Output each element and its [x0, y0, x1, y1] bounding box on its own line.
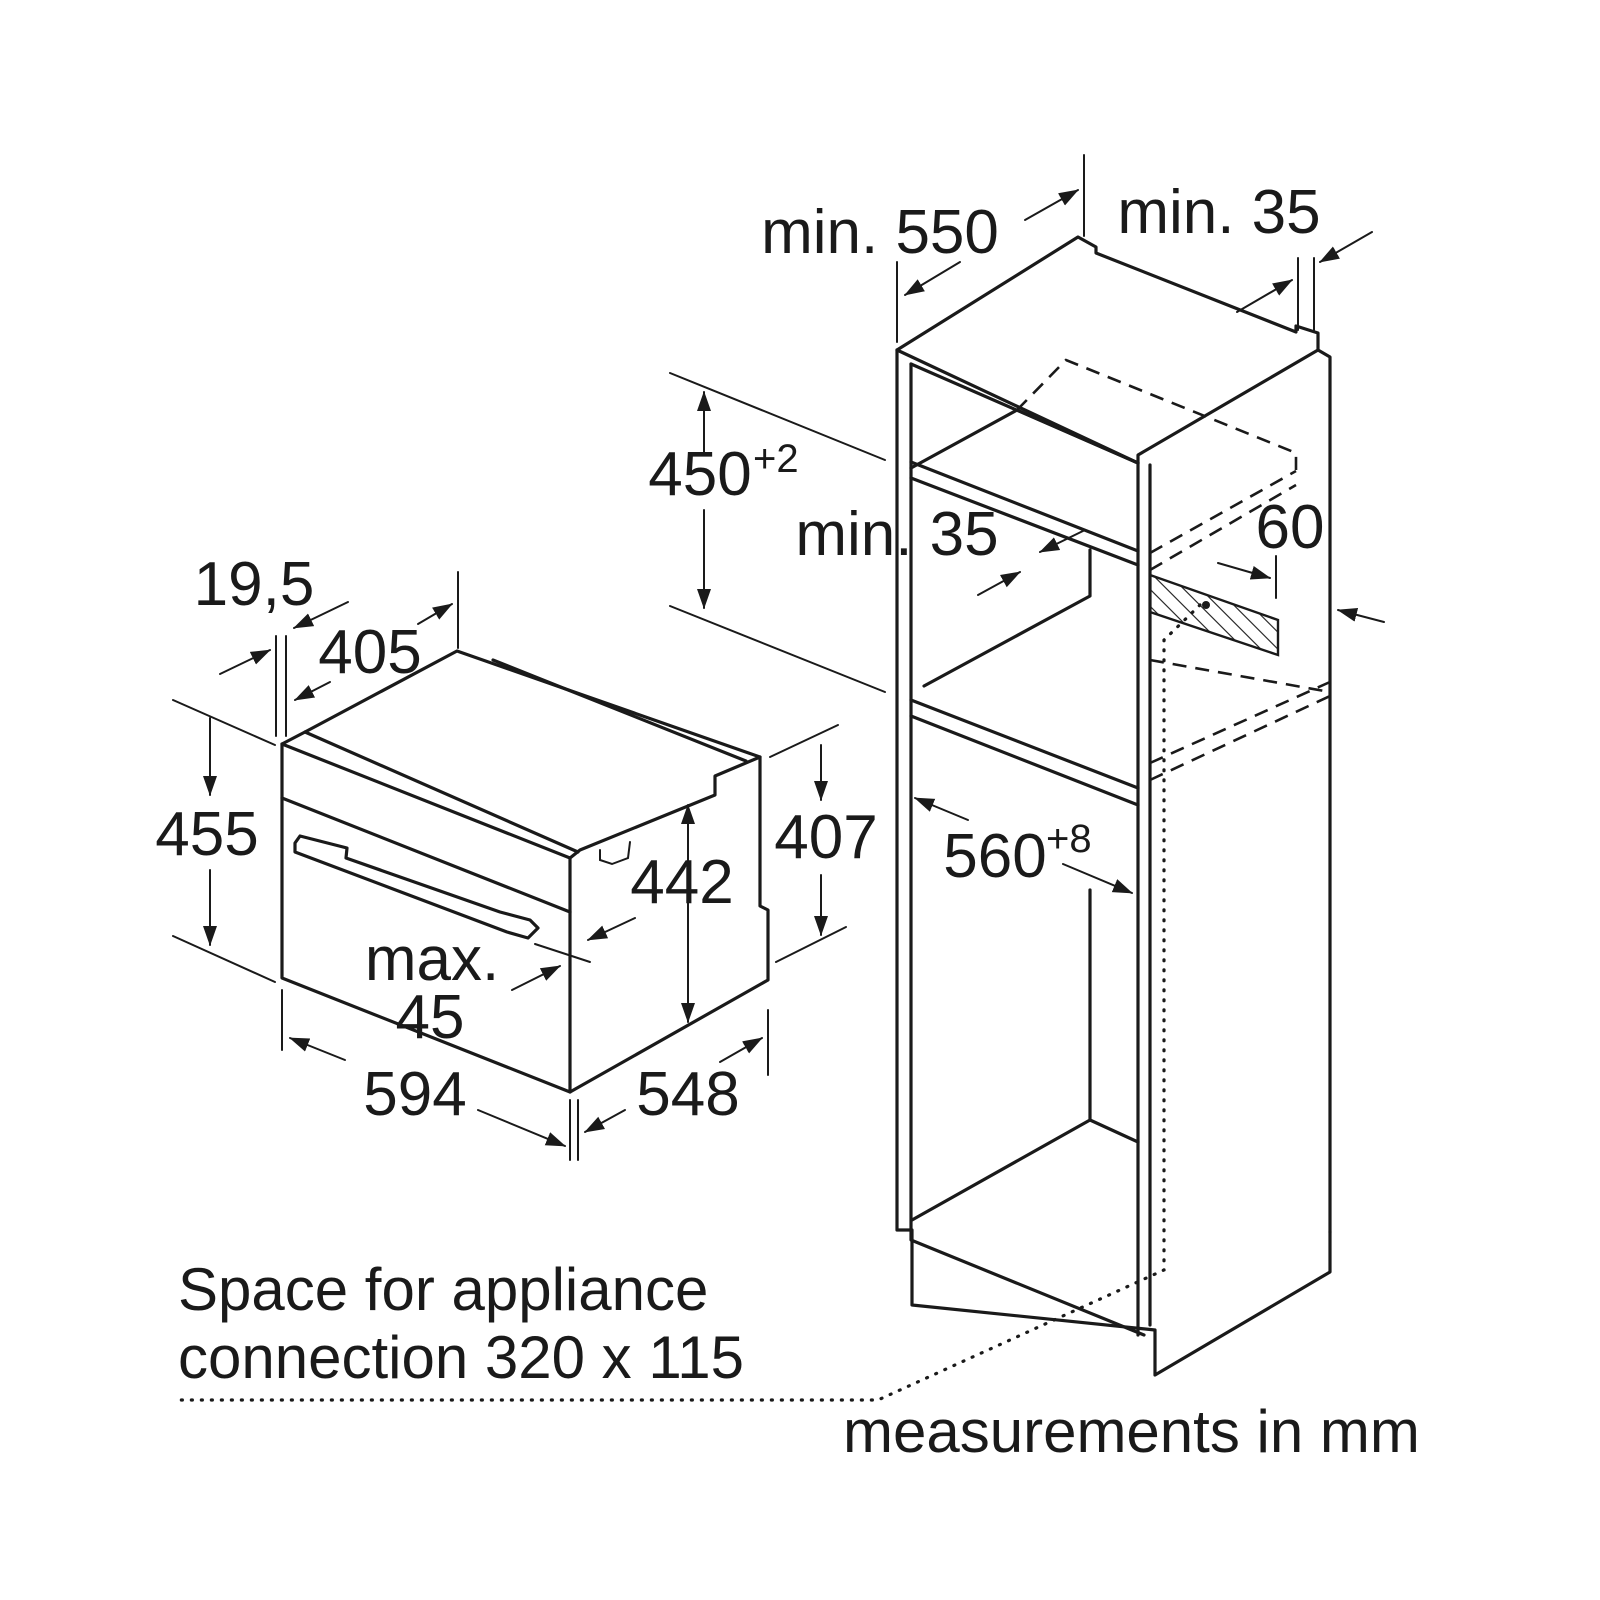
cabinet-niche-outline [1016, 358, 1298, 470]
cabinet-side [1316, 348, 1332, 1234]
dim-label-60: 60 [1256, 493, 1325, 562]
dim-label-min-550: min. 550 [761, 198, 999, 267]
dim-label-max: max. [365, 925, 499, 994]
dim-label-min-35-mid: min. 35 [795, 500, 998, 569]
connection-note-line2: connection 320 x 115 [178, 1324, 744, 1391]
dim-label-548: 548 [636, 1060, 739, 1129]
connection-note-line1: Space for appliance [178, 1256, 708, 1323]
dim-label-19-5: 19,5 [194, 550, 315, 619]
oven-side-panel [568, 755, 770, 1094]
dim-550-arrow [904, 261, 961, 296]
dim-label-405: 405 [318, 618, 421, 687]
oven-top-surface [280, 649, 762, 759]
dim-label-min-35-top: min. 35 [1117, 178, 1320, 247]
oven-latch [599, 841, 631, 866]
cabinet-front-left [895, 348, 1332, 1377]
cabinet-drawing [178, 154, 1385, 1402]
oven-control-strip [280, 796, 572, 914]
dim-label-45: 45 [396, 983, 465, 1052]
dim-label-560-tolerance: +8 [1046, 817, 1092, 861]
dim-60-arrow [1217, 562, 1271, 580]
dim-label-450: 450 [648, 440, 751, 509]
cabinet-top [895, 235, 1320, 465]
dim-405-arrow [294, 681, 331, 701]
dim-label-407: 407 [774, 803, 877, 872]
dim-35-top-arrow [1236, 279, 1293, 313]
dim-max45-arrow [587, 917, 636, 941]
dim-19-5-arrow [219, 649, 271, 675]
dim-label-455: 455 [155, 800, 258, 869]
units-note: measurements in mm [843, 1398, 1420, 1465]
dim-35-mid-arrow [1039, 529, 1086, 553]
dim-548-arrow [584, 1109, 626, 1133]
dim-594-arrow [289, 1037, 346, 1061]
cabinet-vent-hatch [1148, 573, 1280, 657]
dim-label-560: 560 [943, 822, 1046, 891]
dim-label-442: 442 [630, 848, 733, 917]
cabinet-upper-shelf [909, 460, 1140, 553]
dim-label-594: 594 [363, 1060, 466, 1129]
oven-drawing [172, 571, 847, 1161]
oven-handle [293, 834, 540, 940]
cabinet-lower-shelf [909, 698, 1140, 790]
dim-label-450-tolerance: +2 [753, 437, 799, 481]
dim-560-arrow [914, 797, 969, 821]
connection-space-dotted-line [178, 603, 1202, 1402]
